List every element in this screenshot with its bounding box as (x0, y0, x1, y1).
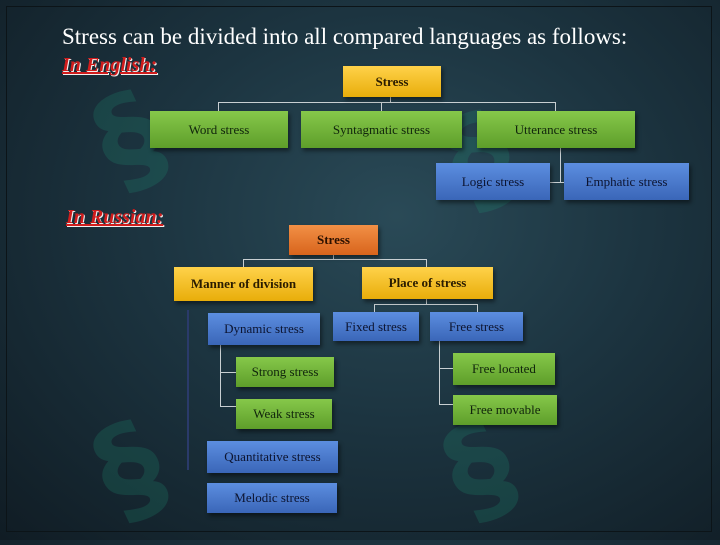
russian-label: In Russian: (66, 206, 164, 228)
russian-free-located-node: Free located (453, 353, 555, 385)
connector-line (374, 304, 375, 312)
russian-weak-stress-node: Weak stress (236, 399, 332, 429)
connector-line (426, 298, 427, 304)
connector-line (220, 372, 236, 373)
connector-line (220, 406, 236, 407)
connector-line (243, 259, 244, 267)
english-utterance-stress-node: Utterance stress (477, 111, 635, 148)
connector-line (426, 259, 427, 267)
connector-line (381, 102, 382, 111)
english-word-stress-node: Word stress (150, 111, 288, 148)
english-syntagmatic-stress-node: Syntagmatic stress (301, 111, 462, 148)
connector-line (550, 182, 564, 183)
connector-line (218, 102, 556, 103)
connector-line (555, 102, 556, 111)
russian-free-movable-node: Free movable (453, 395, 557, 425)
english-emphatic-stress-node: Emphatic stress (564, 163, 689, 200)
russian-fixed-stress-node: Fixed stress (333, 312, 419, 341)
russian-melodic-stress-node: Melodic stress (207, 483, 337, 513)
connector-line (439, 368, 453, 369)
english-logic-stress-node: Logic stress (436, 163, 550, 200)
english-root-node: Stress (343, 66, 441, 97)
connector-line (560, 148, 561, 182)
connector-line (439, 404, 453, 405)
slide-title: Stress can be divided into all compared … (62, 24, 628, 49)
russian-free-stress-node: Free stress (430, 312, 523, 341)
slide-frame (6, 6, 712, 532)
connector-line (243, 259, 426, 260)
english-label: In English: (62, 54, 158, 76)
connector-line (220, 345, 221, 407)
russian-place-node: Place of stress (362, 267, 493, 299)
russian-strong-stress-node: Strong stress (236, 357, 334, 387)
connector-line (390, 96, 391, 102)
russian-dynamic-stress-node: Dynamic stress (208, 313, 320, 345)
connector-line (477, 304, 478, 312)
russian-manner-node: Manner of division (174, 267, 313, 301)
connector-line (374, 304, 478, 305)
connector-line (218, 102, 219, 111)
connector-line (187, 310, 189, 470)
russian-root-node: Stress (289, 225, 378, 255)
connector-line (439, 341, 440, 405)
connector-line (333, 254, 334, 259)
russian-quantitative-stress-node: Quantitative stress (207, 441, 338, 473)
